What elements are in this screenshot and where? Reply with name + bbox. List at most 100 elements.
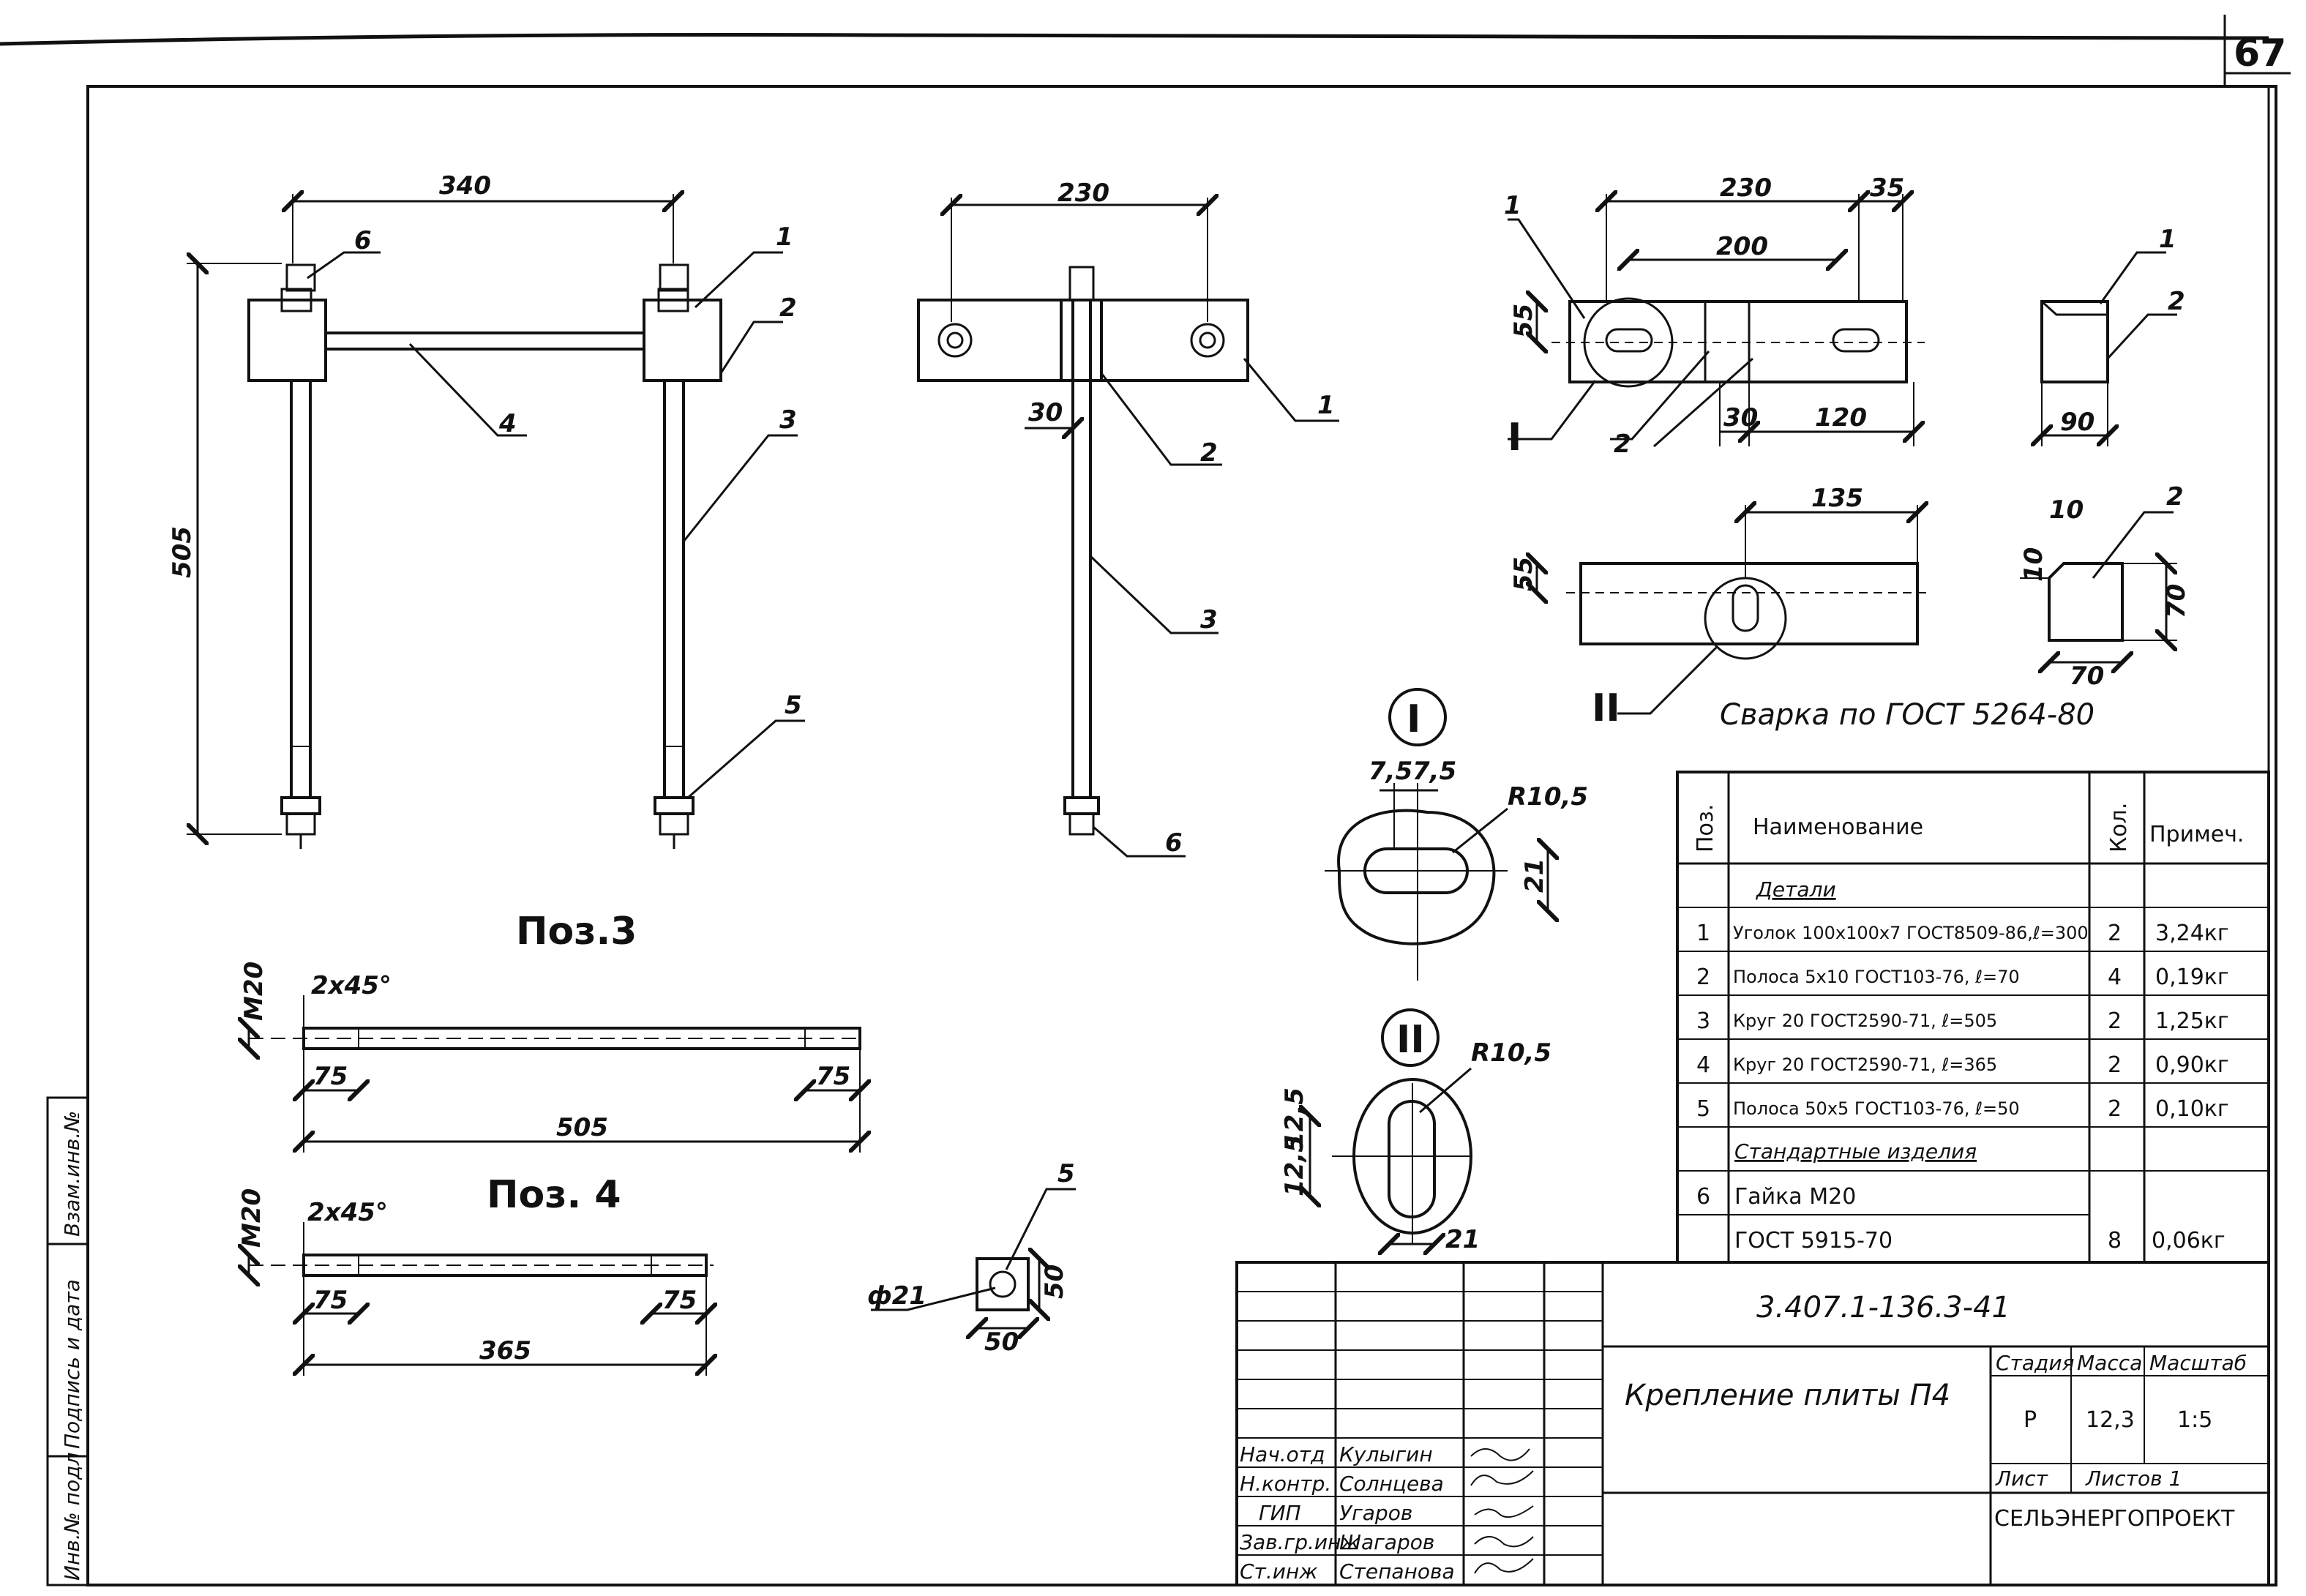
tb-sheets-header: Листов 1 <box>2085 1466 2182 1491</box>
pos5-callout: 5 <box>1057 1159 1075 1188</box>
tb-name: Степанова <box>1339 1559 1455 1584</box>
angle-plan <box>1508 194 1925 448</box>
node-I-label: I <box>1407 697 1420 741</box>
plan-dim-200: 200 <box>1716 232 1768 261</box>
spec-row-name: Круг 20 ГОСТ2590-71, ℓ=365 <box>1733 1054 1997 1075</box>
tb-name: Шагаров <box>1339 1530 1434 1554</box>
spec-row-5: 5 Полоса 50х5 ГОСТ103-76, ℓ=50 2 0,10кг <box>1696 1096 2229 1122</box>
spec-row-qty: 2 <box>2108 1008 2122 1034</box>
tb-person-1: Нач.отд Кулыгин <box>1240 1442 1433 1466</box>
tb-person-2: Н.контр. Солнцева <box>1240 1472 1444 1496</box>
plan-dim-120: 120 <box>1815 403 1867 432</box>
spec-row-pos: 1 <box>1696 921 1710 946</box>
spec-row-pos: 3 <box>1696 1008 1710 1034</box>
spec-std-name-2: ГОСТ 5915-70 <box>1734 1228 1893 1254</box>
side-view <box>917 198 1339 858</box>
plate-dim-70b: 70 <box>2070 662 2104 691</box>
drawing-title: Крепление плиты П4 <box>1625 1379 1950 1412</box>
frame-callout-4: 4 <box>498 409 517 438</box>
spec-std-name-1: Гайка М20 <box>1734 1184 1856 1210</box>
plate-detail <box>2020 511 2177 662</box>
spec-row-note: 0,10кг <box>2155 1096 2229 1122</box>
tb-role: Н.контр. <box>1240 1472 1331 1496</box>
pos5-hole: ф21 <box>867 1281 926 1311</box>
bottom-dim-135: 135 <box>1811 484 1863 513</box>
spec-row-note: 0,19кг <box>2155 964 2229 990</box>
tb-stage-header: Стадия <box>1996 1351 2074 1375</box>
tb-name: Кулыгин <box>1339 1442 1433 1466</box>
spec-row-2: 2 Полоса 5х10 ГОСТ103-76, ℓ=70 4 0,19кг <box>1696 964 2229 990</box>
spec-row-qty: 2 <box>2108 1052 2122 1078</box>
spec-row-name: Полоса 50х5 ГОСТ103-76, ℓ=50 <box>1733 1098 2020 1119</box>
spec-row-4: 4 Круг 20 ГОСТ2590-71, ℓ=365 2 0,90кг <box>1696 1052 2229 1078</box>
spec-std-pos: 6 <box>1696 1184 1710 1210</box>
sheet-frame <box>0 15 2291 1586</box>
frame-callout-5: 5 <box>785 691 802 720</box>
frame-callout-1: 1 <box>776 222 793 252</box>
plate-dim-10b: 10 <box>2019 547 2048 582</box>
side-stamp <box>46 1096 89 1586</box>
node-I-dim-75b: 7,5 <box>1412 757 1456 786</box>
tb-sheet-header: Лист <box>1995 1466 2048 1491</box>
tb-person-5: Ст.инж Степанова <box>1240 1559 1455 1584</box>
plan-callout-2: 2 <box>1614 430 1631 459</box>
node-II-dim-21: 21 <box>1445 1225 1480 1254</box>
tb-role: Нач.отд <box>1240 1442 1325 1466</box>
tb-organization: СЕЛЬЭНЕРГОПРОЕКТ <box>1994 1506 2235 1532</box>
spec-row-3: 3 Круг 20 ГОСТ2590-71, ℓ=505 2 1,25кг <box>1696 1008 2229 1034</box>
node-II-dim-125b: 12,5 <box>1280 1135 1309 1196</box>
weld-note: Сварка по ГОСТ 5264-80 <box>1720 698 2095 732</box>
node-I-dim-75a: 7,5 <box>1369 757 1412 786</box>
spec-std-qty: 8 <box>2108 1228 2122 1254</box>
pos3-dim-75a: 75 <box>313 1062 348 1091</box>
plan-node-I: I <box>1508 416 1521 460</box>
section-callout-1: 1 <box>2159 225 2176 254</box>
pos3-thread: M20 <box>239 962 269 1021</box>
node-II-label: II <box>1396 1018 1425 1062</box>
pos4-chamfer: 2x45° <box>307 1198 388 1227</box>
plate-dim-70a: 70 <box>2162 584 2191 618</box>
pos5-dim-50a: 50 <box>1040 1265 1069 1299</box>
stamp-inv-replaced: Взам.инв.№ <box>60 1111 84 1237</box>
tb-scale: 1:5 <box>2177 1407 2212 1433</box>
angle-bottom <box>1537 505 1932 715</box>
bottom-dim-55: 55 <box>1509 557 1538 591</box>
side-dim-230: 230 <box>1057 179 1109 208</box>
pos3-rod <box>249 995 864 1153</box>
spec-row-qty: 4 <box>2108 964 2122 990</box>
pos3-length: 505 <box>556 1113 608 1142</box>
tb-scale-header: Масштаб <box>2149 1351 2247 1375</box>
signatures <box>1470 1448 1534 1574</box>
tb-role: ГИП <box>1259 1501 1301 1525</box>
node-I-radius: R10,5 <box>1508 782 1588 812</box>
sheet-number: 67 <box>2234 31 2286 75</box>
pos4-title: Поз. 4 <box>487 1173 621 1217</box>
pos4-length: 365 <box>479 1336 531 1365</box>
spec-row-note: 1,25кг <box>2155 1008 2229 1034</box>
plan-dim-30: 30 <box>1723 403 1758 432</box>
pos3-dim-75b: 75 <box>816 1062 850 1091</box>
spec-section-standard: Стандартные изделия <box>1734 1139 1977 1164</box>
spec-row-pos: 4 <box>1696 1052 1710 1078</box>
tb-role: Зав.гр.инж <box>1240 1530 1360 1554</box>
frame-dim-340: 340 <box>439 171 491 201</box>
bottom-node-II: II <box>1592 686 1620 730</box>
plan-dim-35: 35 <box>1870 173 1904 203</box>
spec-row-qty: 2 <box>2108 921 2122 946</box>
plan-callout-1: 1 <box>1504 191 1521 220</box>
node-II-dim-125a: 12,5 <box>1280 1087 1309 1149</box>
tb-mass: 12,3 <box>2086 1407 2135 1433</box>
spec-section-details: Детали <box>1755 877 1836 902</box>
tb-stage: Р <box>2024 1407 2037 1433</box>
spec-row-name: Уголок 100х100х7 ГОСТ8509-86,ℓ=300 <box>1733 923 2089 943</box>
frame-callout-6: 6 <box>354 226 372 255</box>
spec-std-note: 0,06кг <box>2152 1228 2225 1254</box>
section-dim-90: 90 <box>2060 408 2095 437</box>
stamp-sign-date: Подпись и дата <box>60 1279 84 1449</box>
node-II-radius: R10,5 <box>1471 1038 1551 1068</box>
frame-view <box>187 194 805 849</box>
pos3-chamfer: 2x45° <box>311 971 392 1000</box>
spec-header-name: Наименование <box>1753 814 1923 840</box>
section-callout-2: 2 <box>2168 287 2185 316</box>
side-dim-30: 30 <box>1028 398 1063 427</box>
